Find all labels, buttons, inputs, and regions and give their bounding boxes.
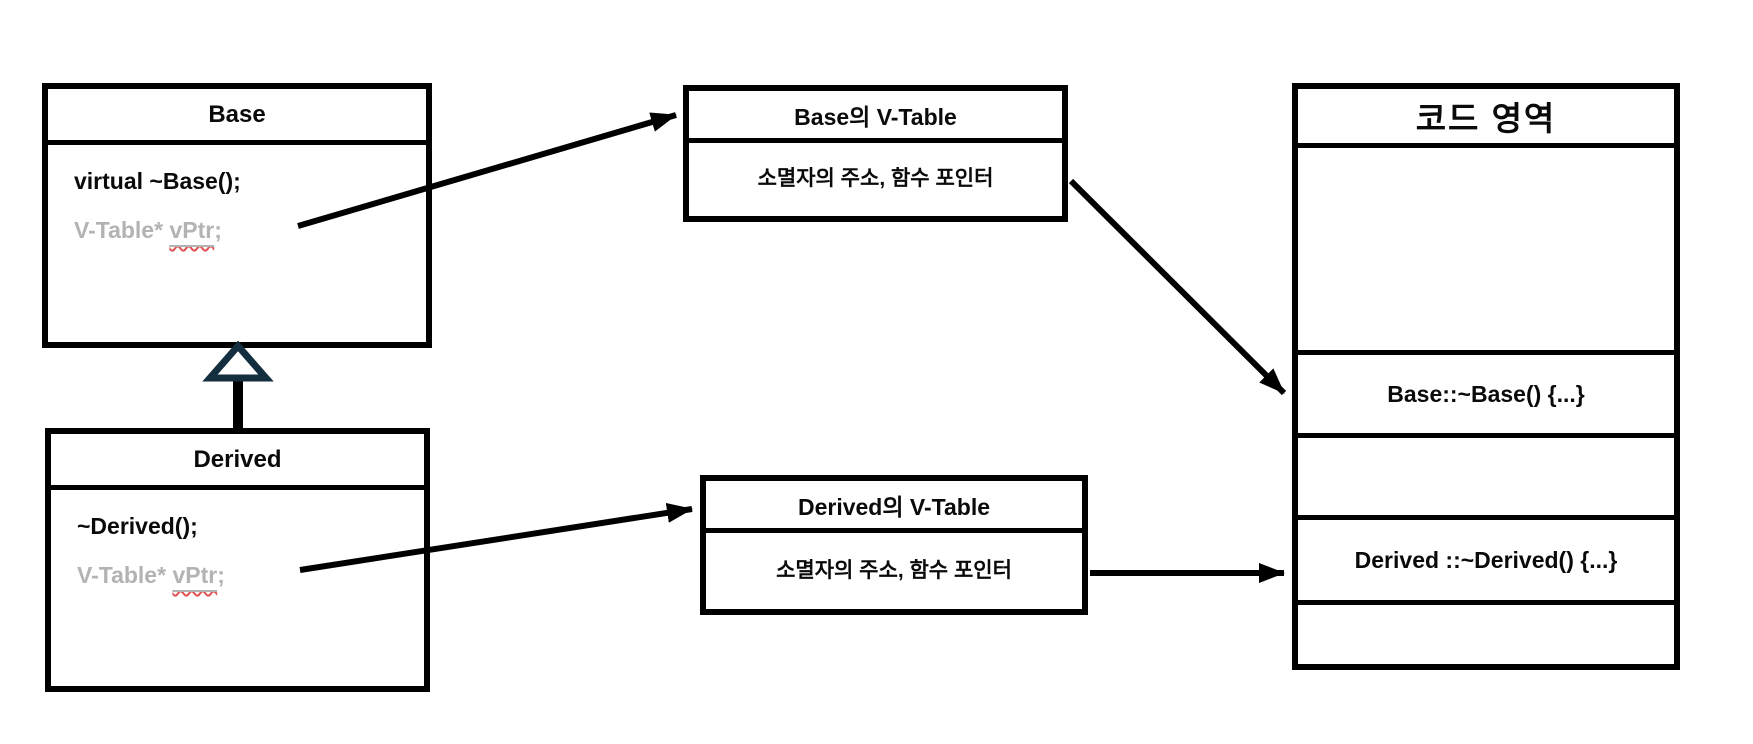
derived-class-box: Derived ~Derived(); V-Table* vPtr; (45, 428, 430, 692)
vptr-name-text: vPtr (172, 562, 218, 588)
spellcheck-squiggle: vPtr (169, 217, 214, 243)
vptr-type-text: V-Table* (77, 562, 173, 588)
derived-destructor-declaration: ~Derived(); (77, 513, 198, 539)
base-class-title: Base (48, 89, 426, 145)
vptr-type-text: V-Table* (74, 217, 170, 243)
base-destructor-declaration: virtual ~Base(); (74, 168, 241, 194)
inheritance-triangle-icon (202, 340, 274, 382)
base-vtable-title: Base의 V-Table (689, 91, 1062, 143)
vptr-semicolon-text: ; (214, 217, 222, 243)
vptr-semicolon-text: ; (217, 562, 225, 588)
vptr-name-text: vPtr (169, 217, 215, 243)
derived-class-title: Derived (51, 434, 424, 490)
derived-vptr-declaration: V-Table* vPtr; (77, 551, 424, 600)
derived-vtable-box: Derived의 V-Table 소멸자의 주소, 함수 포인터 (700, 475, 1088, 615)
base-vtable-box: Base의 V-Table 소멸자의 주소, 함수 포인터 (683, 85, 1068, 222)
code-area-row-empty-1 (1298, 143, 1674, 350)
derived-vtable-entry: 소멸자의 주소, 함수 포인터 (776, 558, 1012, 582)
base-vtable-entry: 소멸자의 주소, 함수 포인터 (757, 167, 994, 190)
base-class-box: Base virtual ~Base(); V-Table* vPtr; (42, 83, 432, 348)
base-class-body: virtual ~Base(); V-Table* vPtr; (48, 145, 426, 255)
code-area-row-derived-destructor: Derived ::~Derived() {...} (1298, 515, 1674, 600)
arrow-base-vtable-to-code (1068, 178, 1287, 396)
base-vptr-declaration: V-Table* vPtr; (74, 206, 426, 255)
code-area-row-empty-2 (1298, 433, 1674, 515)
code-area-title: 코드 영역 (1415, 100, 1557, 137)
code-area-row-base-destructor: Base::~Base() {...} (1298, 350, 1674, 433)
derived-class-body: ~Derived(); V-Table* vPtr; (51, 490, 424, 600)
code-area-row-empty-3 (1298, 600, 1674, 651)
derived-vtable-title: Derived의 V-Table (706, 481, 1082, 533)
spellcheck-squiggle: vPtr (172, 562, 217, 588)
code-area-box: 코드 영역 Base::~Base() {...} Derived ::~Der… (1292, 83, 1680, 670)
